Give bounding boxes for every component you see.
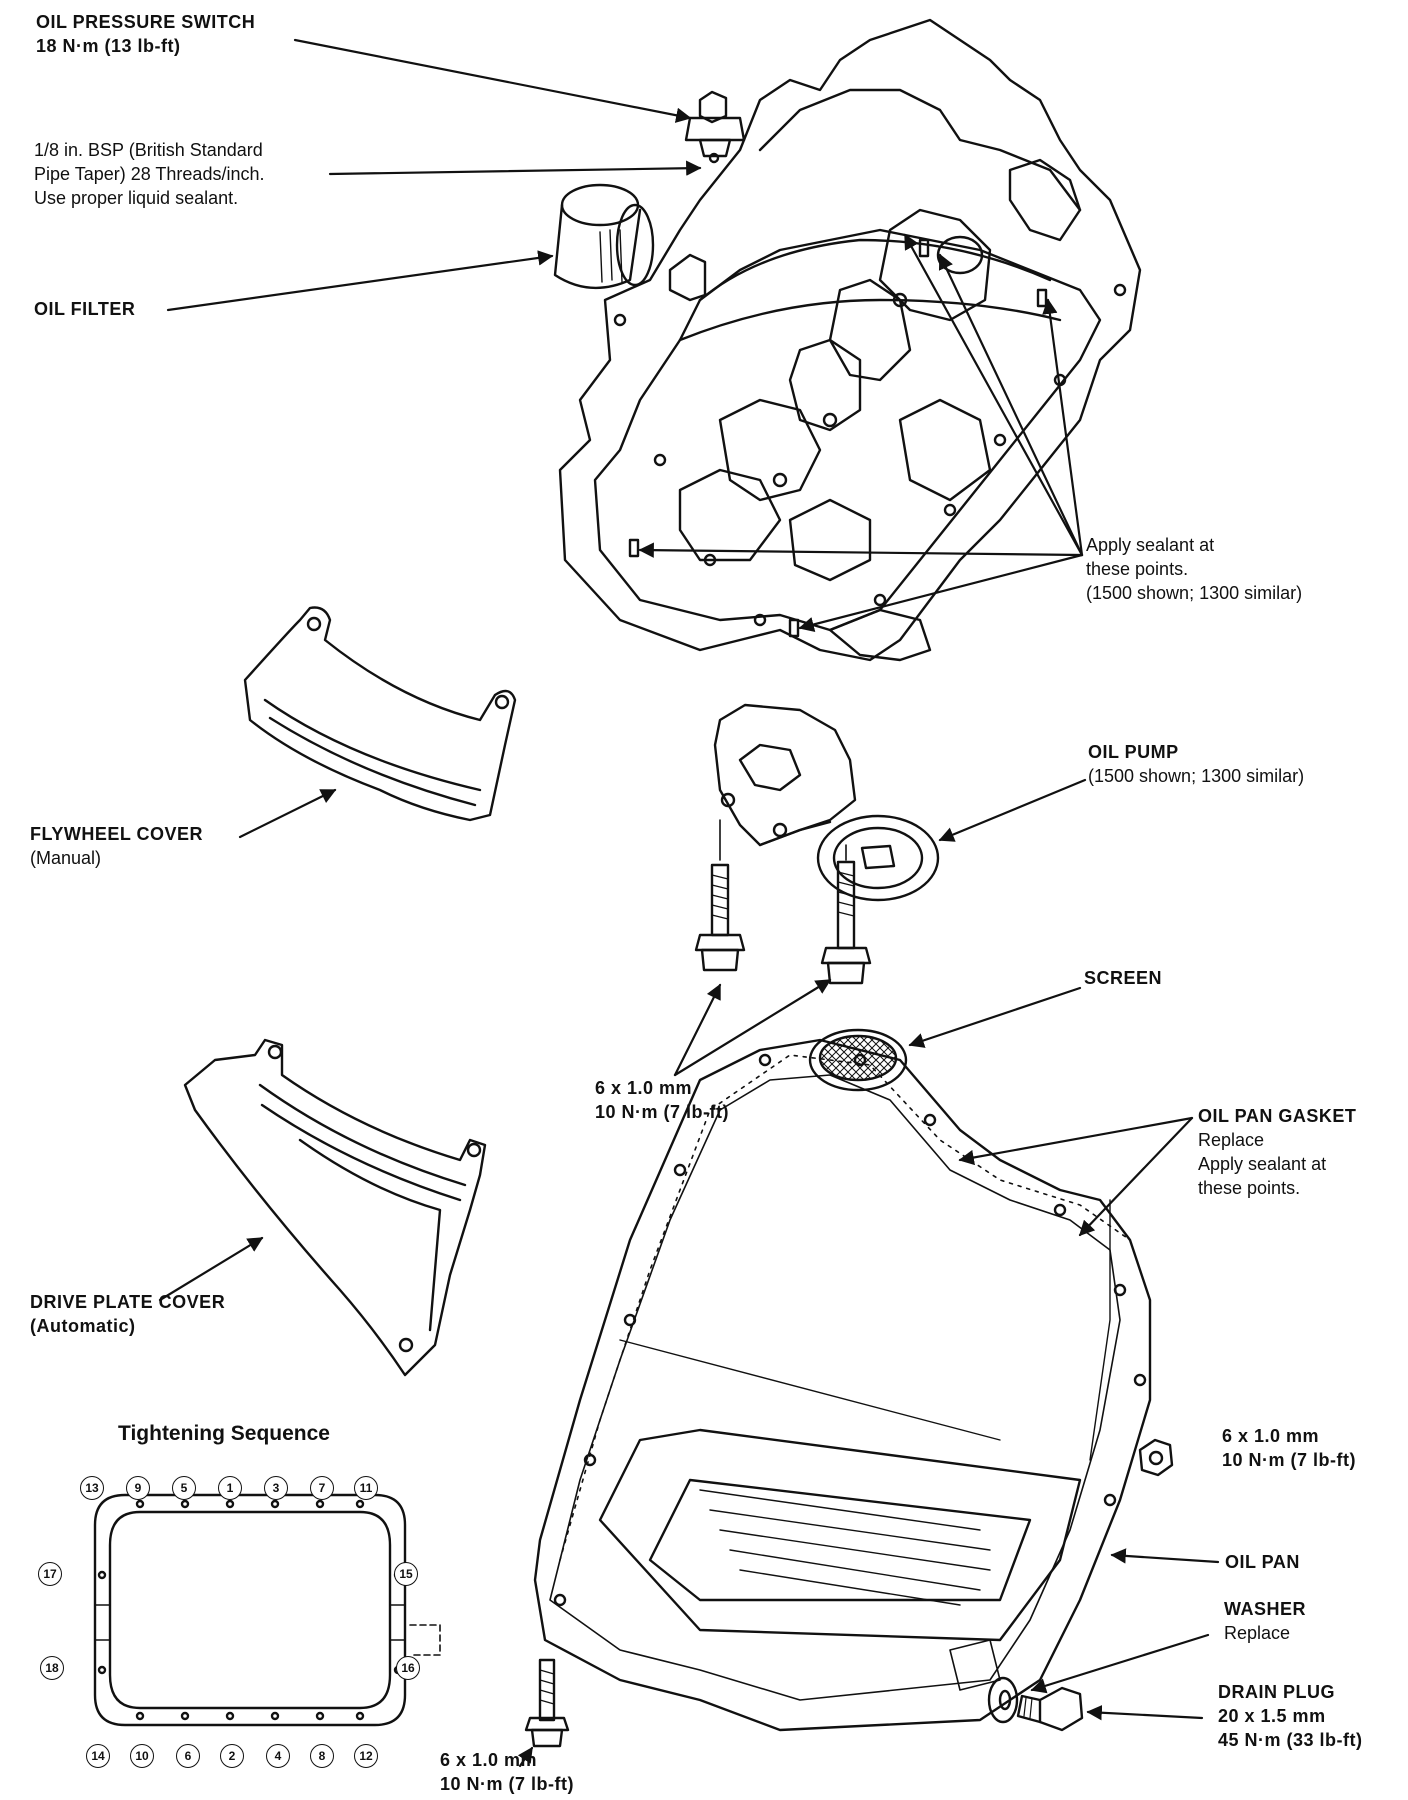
screen-title: SCREEN [1084,968,1163,988]
pan-bolt-size: 6 x 1.0 mm [440,1750,538,1770]
pump-bolts-label: 6 x 1.0 mm 10 N·m (7 lb-ft) [595,1076,729,1124]
bsp-note-line2: Pipe Taper) 28 Threads/inch. [34,164,265,184]
seq-top-3: 5 [172,1476,196,1500]
oil-filter-title: OIL FILTER [34,299,136,319]
sealant-points-line1: Apply sealant at [1086,535,1215,555]
pan-side-nut [1138,1438,1174,1477]
engine-block [558,18,1142,662]
oil-pump-note: (1500 shown; 1300 similar) [1088,766,1305,786]
screen-label: SCREEN [1084,966,1162,990]
oil-pan-gasket-title: OIL PAN GASKET [1198,1106,1357,1126]
oil-pump-title: OIL PUMP [1088,742,1179,762]
oil-filter [553,183,655,290]
washer [987,1676,1019,1724]
drive-plate-cover-note: (Automatic) [30,1316,136,1336]
seq-top-7: 11 [354,1476,378,1500]
seq-bottom-6: 8 [310,1744,334,1768]
drive-plate-cover-title: DRIVE PLATE COVER [30,1292,226,1312]
pump-bolt-left [694,819,746,972]
seq-right-2: 16 [396,1656,420,1680]
oil-pressure-switch-spec: 18 N·m (13 lb-ft) [36,36,181,56]
pan-nut-size: 6 x 1.0 mm [1222,1426,1320,1446]
seq-top-6: 7 [310,1476,334,1500]
bsp-note-label: 1/8 in. BSP (British Standard Pipe Taper… [34,138,264,210]
seq-bottom-1: 14 [86,1744,110,1768]
seq-top-5: 3 [264,1476,288,1500]
oil-pan-title: OIL PAN [1225,1552,1300,1572]
flywheel-cover-title: FLYWHEEL COVER [30,824,204,844]
oil-pan [533,1038,1152,1732]
drive-plate-cover-label: DRIVE PLATE COVER (Automatic) [30,1290,225,1338]
pump-bolts-size: 6 x 1.0 mm [595,1078,693,1098]
seq-bottom-4: 2 [220,1744,244,1768]
seq-top-2: 9 [126,1476,150,1500]
washer-note: Replace [1224,1623,1291,1643]
leader-lines [158,38,1220,1768]
oil-pan-gasket-line3: these points. [1198,1178,1301,1198]
seq-left-1: 17 [38,1562,62,1586]
pan-bolt-label: 6 x 1.0 mm 10 N·m (7 lb-ft) [440,1748,574,1796]
screen [808,1028,908,1092]
oil-pan-gasket-line1: Replace [1198,1130,1265,1150]
seq-top-4: 1 [218,1476,242,1500]
pan-nut-label: 6 x 1.0 mm 10 N·m (7 lb-ft) [1222,1424,1356,1472]
bsp-note-line3: Use proper liquid sealant. [34,188,239,208]
sealant-points-label: Apply sealant at these points. (1500 sho… [1086,533,1302,605]
drain-plug-size: 20 x 1.5 mm [1218,1706,1326,1726]
oil-pan-gasket-label: OIL PAN GASKET Replace Apply sealant at … [1198,1104,1356,1200]
pan-bolt [524,1658,570,1748]
bsp-note-line1: 1/8 in. BSP (British Standard [34,140,263,160]
flywheel-cover-label: FLYWHEEL COVER (Manual) [30,822,203,870]
oil-pressure-switch [684,90,746,164]
oil-pan-label: OIL PAN [1225,1550,1300,1574]
drain-plug [1016,1686,1084,1732]
seq-top-1: 13 [80,1476,104,1500]
drive-plate-cover [183,1038,487,1377]
washer-title: WASHER [1224,1599,1307,1619]
oil-pressure-switch-label: OIL PRESSURE SWITCH 18 N·m (13 lb-ft) [36,10,255,58]
pan-nut-torque: 10 N·m (7 lb-ft) [1222,1450,1356,1470]
sealant-points-line3: (1500 shown; 1300 similar) [1086,583,1303,603]
oil-filter-label: OIL FILTER [34,297,135,321]
seq-bottom-2: 10 [130,1744,154,1768]
oil-pump [713,703,940,902]
tightening-sequence-title: Tightening Sequence [118,1422,330,1445]
drain-plug-label: DRAIN PLUG 20 x 1.5 mm 45 N·m (33 lb-ft) [1218,1680,1363,1752]
flywheel-cover-note: (Manual) [30,848,102,868]
seq-bottom-5: 4 [266,1744,290,1768]
seq-bottom-7: 12 [354,1744,378,1768]
drain-plug-torque: 45 N·m (33 lb-ft) [1218,1730,1363,1750]
oil-pan-gasket-line2: Apply sealant at [1198,1154,1327,1174]
washer-label: WASHER Replace [1224,1597,1306,1645]
seq-left-2: 18 [40,1656,64,1680]
oil-pump-label: OIL PUMP (1500 shown; 1300 similar) [1088,740,1304,788]
tightening-sequence-diagram [93,1493,441,1727]
pump-bolts-torque: 10 N·m (7 lb-ft) [595,1102,729,1122]
oil-pressure-switch-title: OIL PRESSURE SWITCH [36,12,256,32]
pump-bolt-right [820,844,872,985]
pan-bolt-torque: 10 N·m (7 lb-ft) [440,1774,574,1794]
flywheel-cover [243,606,517,822]
seq-right-1: 15 [394,1562,418,1586]
seq-bottom-3: 6 [176,1744,200,1768]
sealant-points-line2: these points. [1086,559,1189,579]
drain-plug-title: DRAIN PLUG [1218,1682,1335,1702]
